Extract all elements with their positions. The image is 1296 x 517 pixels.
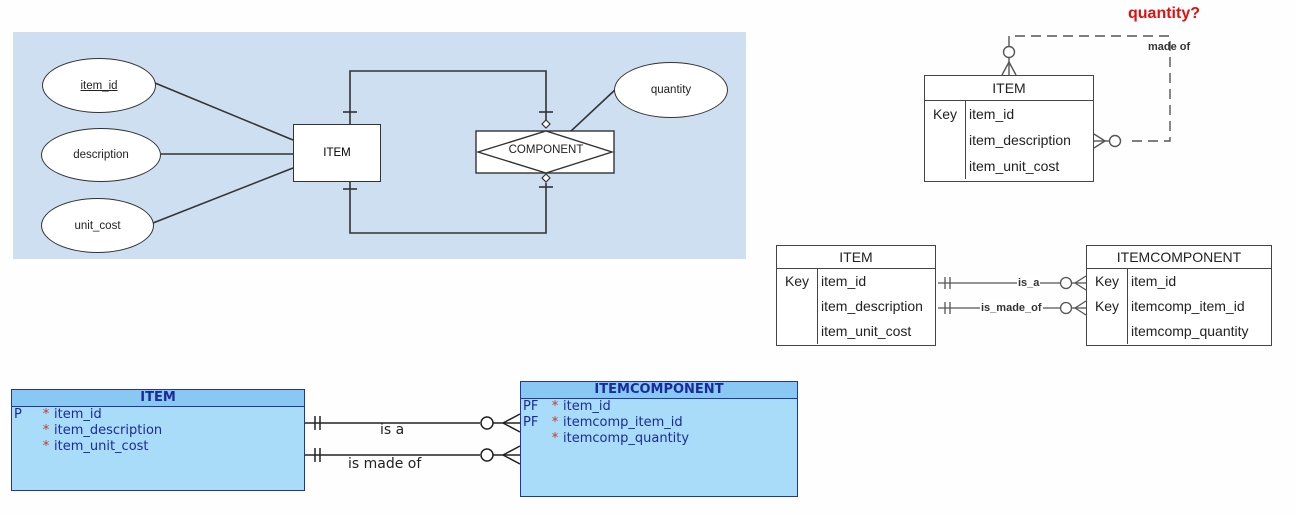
- entity-title: ITEM: [12, 390, 304, 407]
- key-cell: Key: [1087, 269, 1128, 294]
- attribute-label: description: [73, 149, 129, 161]
- field-name: item_id: [821, 273, 867, 289]
- attribute-label: quantity: [650, 84, 692, 96]
- question-label: quantity?: [1128, 5, 1200, 22]
- oracle-entity-itemcomponent: ITEMCOMPONENT PF * item_id PF * itemcomp_ite…: [520, 381, 798, 497]
- field-name: item_description: [54, 423, 163, 438]
- key-cell: [777, 294, 818, 319]
- key-cell: Key: [925, 101, 966, 127]
- field-row: item_unit_cost: [925, 153, 1093, 179]
- key-marker: PF: [523, 399, 539, 414]
- key-marker: P: [14, 407, 22, 422]
- entity-title: ITEMCOMPONENT: [1087, 246, 1271, 269]
- oracle-entity-item: ITEM P * item_id * item_description * item_u…: [11, 389, 305, 491]
- entity-title: ITEM: [925, 76, 1093, 101]
- field-row: * item_unit_cost: [12, 439, 304, 455]
- field-name: item_unit_cost: [54, 439, 149, 454]
- mandatory-marker: *: [42, 423, 50, 438]
- field-name: item_id: [969, 106, 1015, 122]
- oracle-rel-is-a-label: is a: [380, 422, 405, 438]
- entity-label: ITEM: [323, 147, 351, 159]
- attribute-unit-cost: unit_cost: [41, 198, 154, 253]
- field-name: item_description: [969, 132, 1071, 148]
- rel-is-a-label: is_a: [1017, 277, 1041, 289]
- relationship-component-label: COMPONENT: [508, 144, 584, 156]
- field-name: item_unit_cost: [821, 323, 912, 339]
- field-name: item_id: [54, 407, 102, 422]
- field-name: itemcomp_item_id: [1131, 298, 1245, 314]
- entity-title: ITEMCOMPONENT: [521, 382, 797, 399]
- key-cell: Key: [777, 269, 818, 294]
- field-row: PF * item_id: [521, 399, 797, 415]
- field-name: itemcomp_quantity: [563, 431, 690, 446]
- mandatory-marker: *: [42, 439, 50, 454]
- attribute-quantity: quantity: [614, 62, 728, 118]
- mandatory-marker: *: [42, 407, 50, 422]
- field-name: item_id: [563, 399, 611, 414]
- mandatory-marker: *: [551, 431, 559, 446]
- question-text: quantity?: [1128, 5, 1200, 23]
- field-name: item_unit_cost: [969, 158, 1060, 174]
- rel-is-made-of-label: is_made_of: [980, 302, 1043, 314]
- field-row: item_description: [925, 127, 1093, 153]
- field-row: P * item_id: [12, 407, 304, 423]
- key-cell: Key: [1087, 294, 1128, 319]
- mandatory-marker: *: [551, 415, 559, 430]
- field-row: * itemcomp_quantity: [521, 431, 797, 447]
- field-row: item_unit_cost: [777, 319, 935, 344]
- field-name: item_id: [1131, 273, 1177, 289]
- field-row: item_description: [777, 294, 935, 319]
- entity-item: ITEM: [293, 124, 381, 182]
- oracle-rel-is-made-of-label: is made of: [348, 456, 422, 472]
- field-name: itemcomp_quantity: [1131, 323, 1249, 339]
- key-cell: [925, 153, 966, 179]
- field-name: itemcomp_item_id: [563, 415, 683, 430]
- attribute-item-id: item_id: [42, 58, 156, 113]
- key-cell: [777, 319, 818, 344]
- entity-title: ITEM: [777, 246, 935, 269]
- field-name: item_description: [821, 298, 923, 314]
- attribute-label: unit_cost: [74, 219, 121, 232]
- field-row: itemcomp_quantity: [1087, 319, 1271, 344]
- mandatory-marker: *: [551, 399, 559, 414]
- key-cell: [925, 127, 966, 153]
- rel-made-of-label: made of: [1148, 41, 1191, 53]
- field-row: PF * itemcomp_item_id: [521, 415, 797, 431]
- field-row: * item_description: [12, 423, 304, 439]
- key-cell: [1087, 319, 1128, 344]
- attribute-label: item_id: [80, 79, 118, 92]
- key-marker: PF: [523, 415, 539, 430]
- attribute-description: description: [41, 128, 161, 182]
